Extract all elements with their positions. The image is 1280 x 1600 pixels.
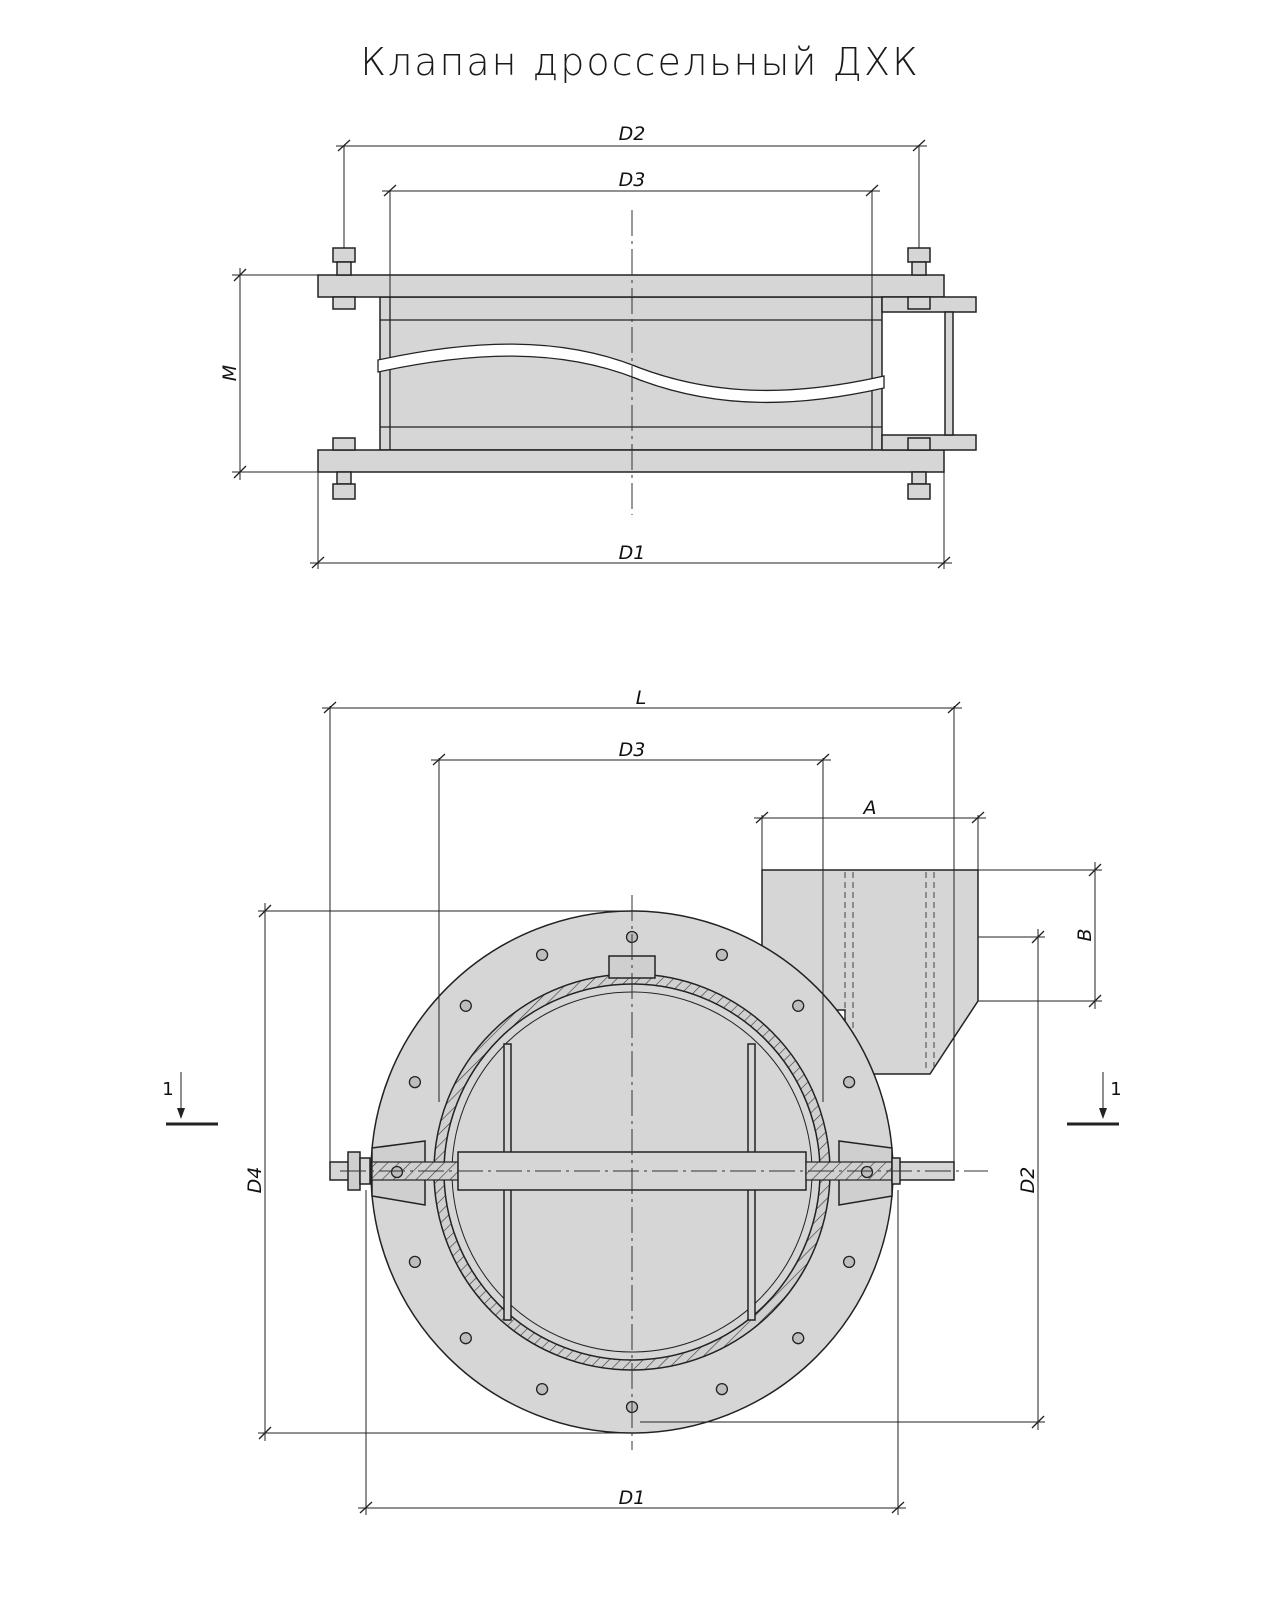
label-front-d3: D3: [619, 739, 646, 761]
dim-front-d4: D4: [244, 903, 632, 1441]
bolt-hole: [408, 1075, 422, 1089]
drawing-title: Клапан дроссельный ДХК: [360, 40, 919, 84]
dim-front-d1: D1: [358, 1190, 906, 1515]
dim-side-m: M: [219, 268, 318, 480]
bottom-flange: [317, 449, 945, 473]
label-side-d1: D1: [619, 542, 646, 564]
dim-side-d3: D3: [382, 169, 880, 297]
flange-bolt-holes: [390, 930, 874, 1414]
right-bracket-post: [944, 311, 954, 436]
side-view: D2 D3 M D1: [219, 123, 977, 569]
bolt-hole: [408, 1255, 422, 1269]
label-front-b: B: [1074, 928, 1096, 941]
dim-front-b: B: [978, 862, 1102, 1009]
top-flange: [317, 274, 945, 298]
bolt-hole: [792, 999, 805, 1012]
bolt-bottom-left: [332, 437, 356, 500]
label-front-d1: D1: [619, 1487, 646, 1509]
break-line: [377, 343, 885, 404]
bolt-hole: [715, 948, 729, 962]
label-side-m: M: [219, 365, 241, 381]
bolt-hole: [842, 1255, 856, 1269]
section-label-left: 1: [162, 1079, 173, 1100]
bolt-hole: [792, 1332, 805, 1345]
dim-front-a: A: [754, 797, 986, 870]
dim-side-d1: D1: [310, 472, 952, 569]
dim-front-d3: D3: [431, 739, 831, 1102]
bolt-hole: [535, 1382, 549, 1396]
bolt-bottom-right: [907, 437, 931, 500]
dim-side-d2: D2: [336, 123, 927, 248]
bolt-hole: [715, 1382, 729, 1396]
section-mark-left: 1: [162, 1072, 218, 1126]
bolt-hole: [459, 1332, 472, 1345]
label-front-l: L: [636, 687, 647, 709]
dim-front-d2: D2: [640, 929, 1045, 1430]
bolt-hole: [459, 999, 472, 1012]
front-view: L D3 A B: [162, 687, 1122, 1515]
label-side-d2: D2: [619, 123, 646, 145]
bolt-hole: [860, 1165, 874, 1179]
label-front-d4: D4: [244, 1167, 266, 1194]
bolt-hole: [390, 1165, 404, 1179]
bolt-top-right: [907, 247, 931, 310]
label-side-d3: D3: [619, 169, 646, 191]
bolt-hole: [842, 1075, 856, 1089]
section-mark-right: 1: [1067, 1072, 1122, 1126]
section-label-right: 1: [1110, 1079, 1121, 1100]
bolt-hole: [535, 948, 549, 962]
label-front-a: A: [862, 797, 877, 819]
dim-front-l: L: [322, 687, 962, 1162]
label-front-d2: D2: [1017, 1167, 1039, 1194]
